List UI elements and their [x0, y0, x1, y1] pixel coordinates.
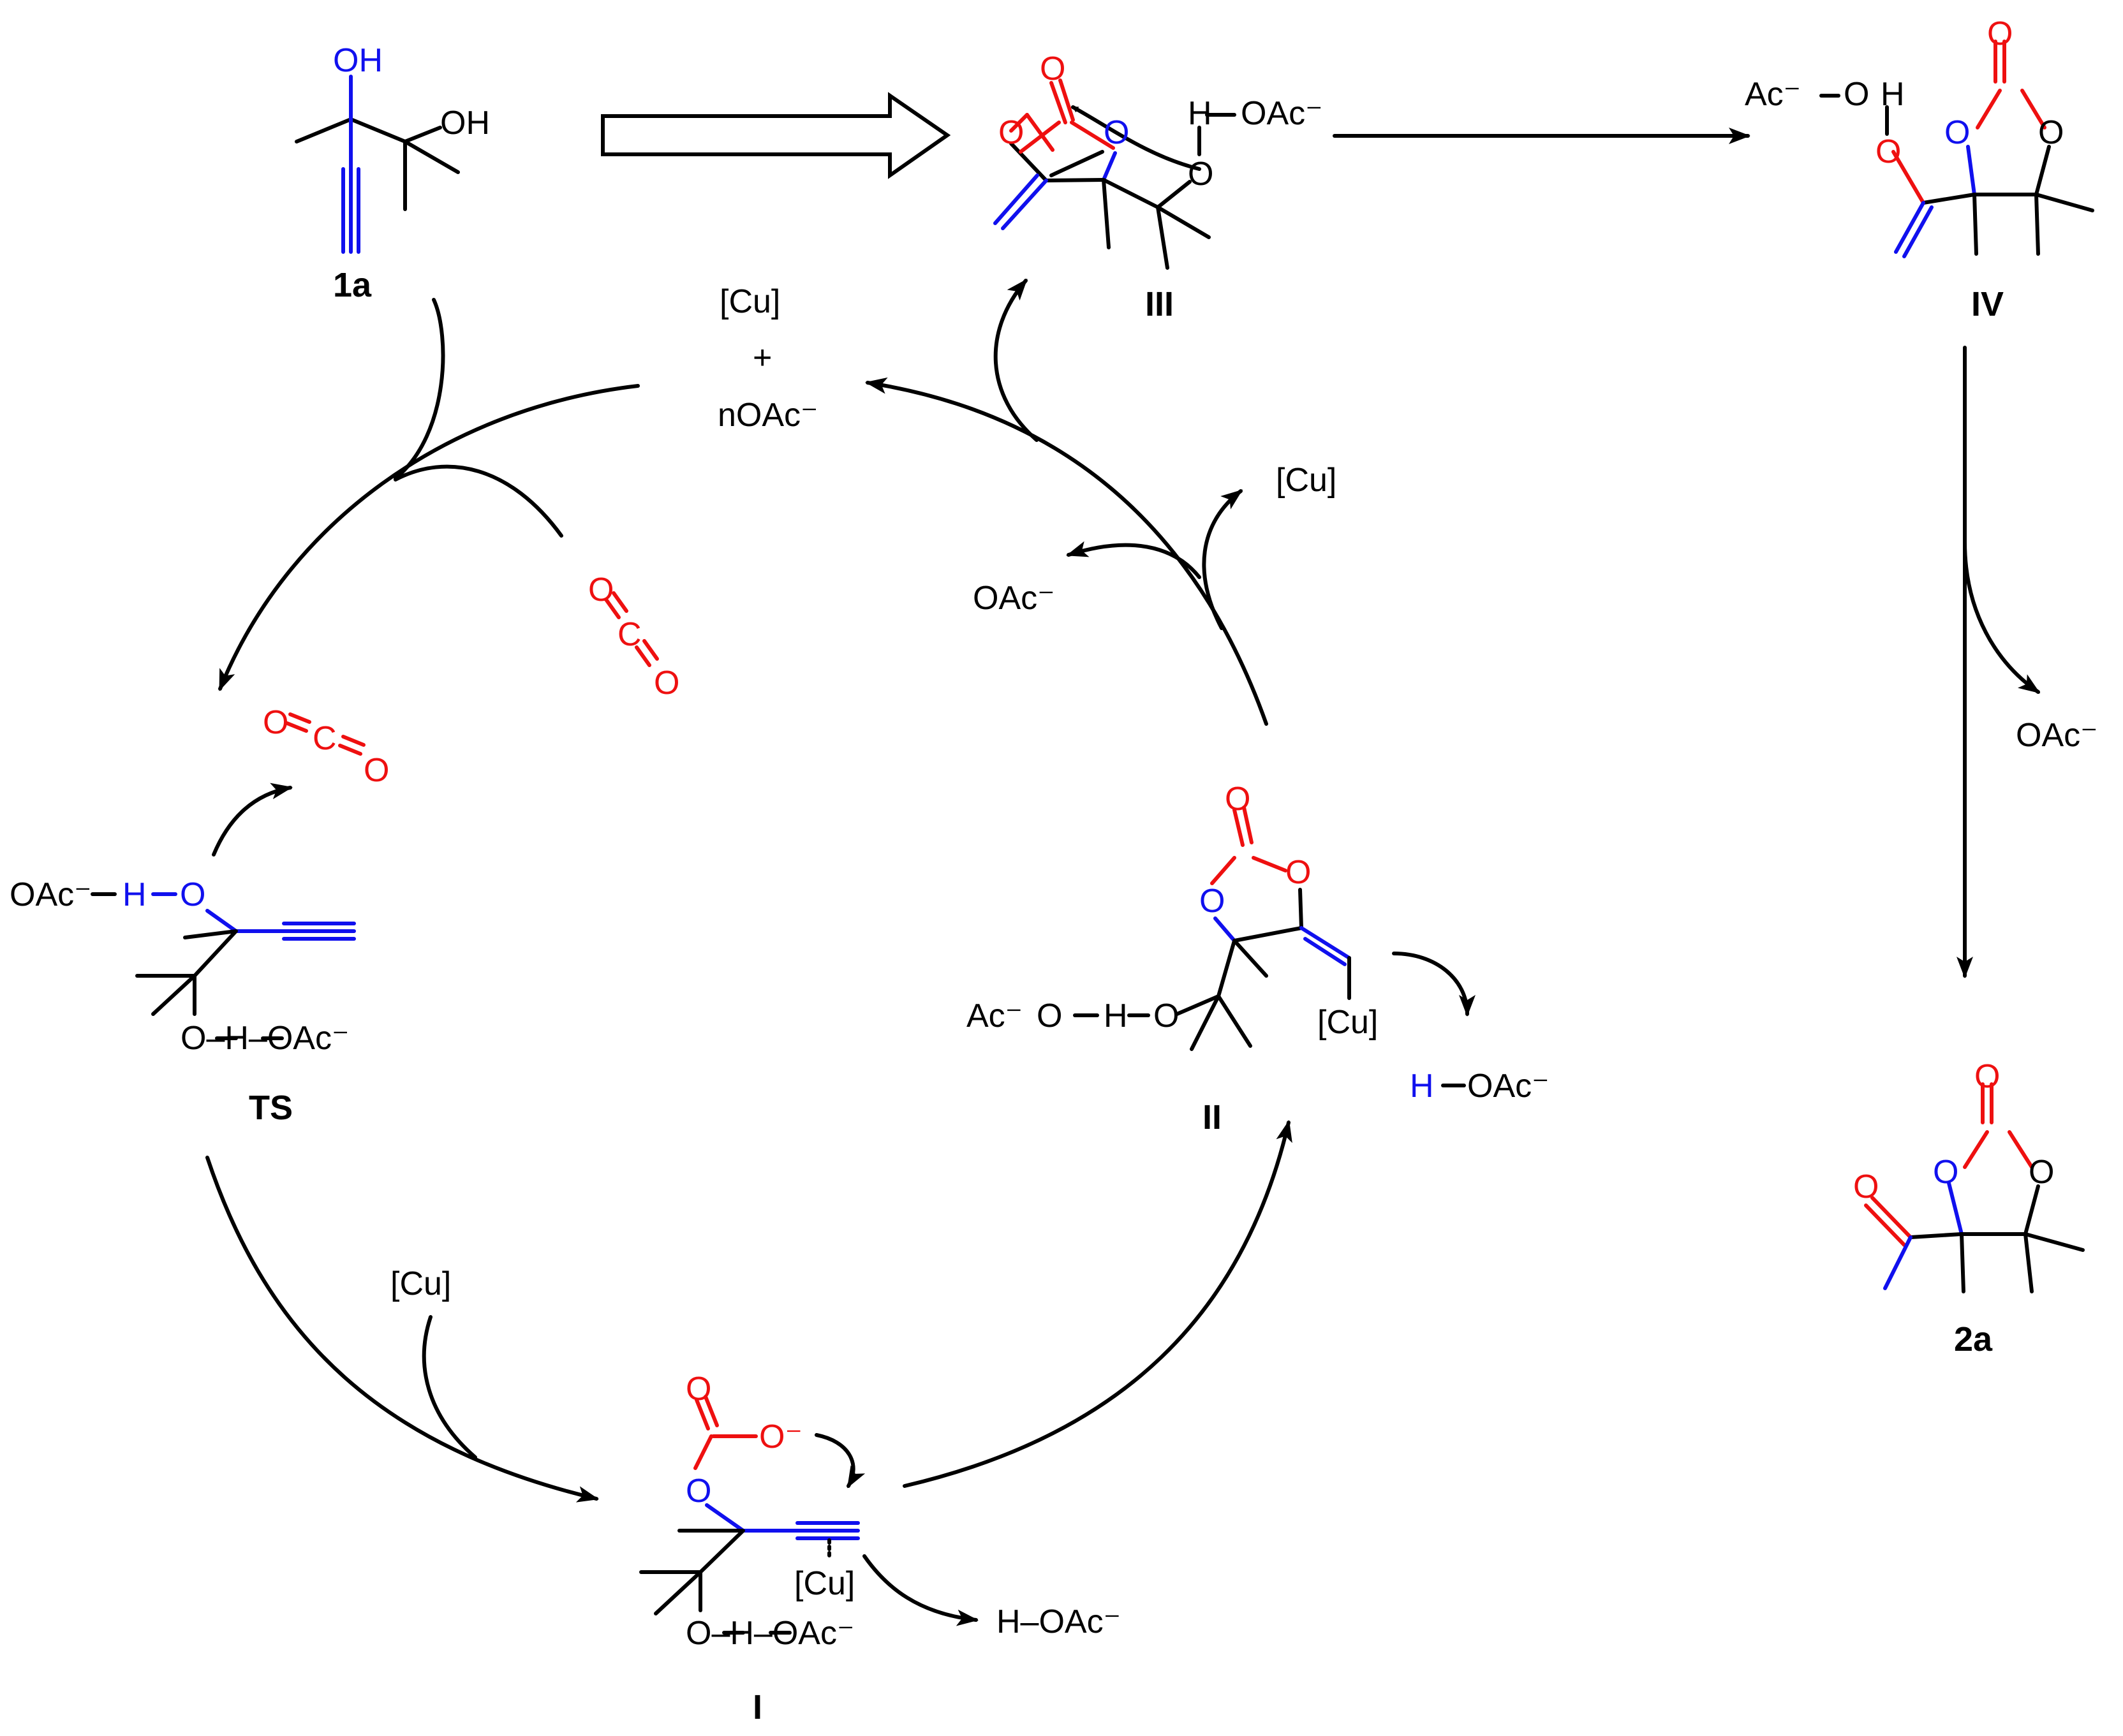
- o-label: O: [1875, 133, 1901, 170]
- compound-IV: O O O Ac⁻ O H O IV: [1745, 15, 2094, 323]
- compound-III: O O O H OAc⁻ O III: [993, 50, 1323, 323]
- o-label: O: [1225, 781, 1250, 818]
- cu-label: [Cu]: [720, 283, 780, 320]
- plus-label: +: [753, 339, 772, 376]
- oac-label: OAc⁻: [973, 580, 1055, 617]
- catalyst-regenerated: [Cu] + nOAc⁻: [718, 283, 818, 434]
- o-label: O: [263, 704, 288, 741]
- compound-label-2a: 2a: [1954, 1320, 1993, 1358]
- h-label: H: [1410, 1068, 1434, 1105]
- ac-label: Ac⁻: [1745, 76, 1801, 113]
- compound-2a: O O O O 2a: [1853, 1058, 2085, 1358]
- o-label: O: [1199, 883, 1225, 920]
- compound-I: O O⁻ O [Cu] O–H–OAc⁻ I: [639, 1371, 979, 1726]
- cu-label: [Cu]: [794, 1565, 855, 1602]
- compound-label-II: II: [1202, 1098, 1222, 1136]
- noac-label: nOAc⁻: [718, 397, 818, 434]
- o-label: O: [998, 114, 1024, 151]
- h-label: H: [1188, 95, 1212, 132]
- o-h-oac-label: O–H–OAc⁻: [686, 1615, 854, 1652]
- o-label: O: [1188, 156, 1213, 193]
- co2-released: O C O: [263, 704, 389, 789]
- o-label: O: [1285, 854, 1311, 891]
- o-label: O: [588, 571, 614, 608]
- o-label: O: [654, 665, 679, 702]
- compound-1a: OH OH 1a: [295, 42, 490, 304]
- oac-label: OAc⁻: [2016, 717, 2098, 754]
- oac-label: OAc⁻: [1241, 95, 1323, 132]
- o-label: O: [1944, 114, 1970, 151]
- o-label: O: [1104, 114, 1129, 151]
- o-label: O: [1040, 50, 1065, 87]
- o-label: O: [1974, 1058, 2000, 1095]
- o-label: O: [2038, 114, 2064, 151]
- o-label: O: [1987, 15, 2013, 52]
- h-label: H: [122, 876, 147, 913]
- c-label: C: [618, 616, 642, 653]
- o-label: O: [1933, 1154, 1958, 1191]
- c-label: C: [313, 720, 337, 757]
- compound-label-IV: IV: [1971, 285, 2004, 323]
- arrow-IV-to-2a: OAc⁻: [1957, 346, 2098, 978]
- compound-II: O O O Ac⁻ O H O [Cu] II: [966, 781, 1476, 1136]
- o-label: O: [686, 1473, 711, 1510]
- h-label: H: [1881, 76, 1905, 113]
- o-label: O: [1853, 1168, 1879, 1205]
- co2-incoming: O C O: [588, 571, 679, 702]
- o-label: O: [364, 752, 389, 789]
- h-label: H: [1104, 997, 1128, 1034]
- hoac-released-II: H OAc⁻: [1410, 1068, 1550, 1105]
- oh-label: OH: [333, 42, 383, 79]
- cu-label: [Cu]: [1317, 1004, 1378, 1041]
- compound-label-TS: TS: [249, 1089, 293, 1127]
- o-minus-label: O⁻: [759, 1418, 803, 1455]
- o-label: O: [686, 1371, 711, 1408]
- compound-label-III: III: [1145, 285, 1174, 323]
- cu-label: [Cu]: [1276, 462, 1336, 499]
- o-label: O: [2029, 1154, 2054, 1191]
- cycle-arrows: [205, 278, 1292, 1503]
- o-label: O: [1844, 76, 1869, 113]
- o-label: O: [1153, 997, 1179, 1034]
- oac-label: OAc⁻: [1467, 1068, 1550, 1105]
- o-label: O: [1037, 997, 1062, 1034]
- compound-label-I: I: [753, 1688, 762, 1726]
- compound-label-1a: 1a: [333, 266, 372, 304]
- oac-label: OAc⁻: [10, 876, 92, 913]
- o-h-oac-label: O–H–OAc⁻: [181, 1020, 349, 1057]
- hoac-label: H–OAc⁻: [996, 1603, 1121, 1640]
- ac-label: Ac⁻: [966, 997, 1023, 1034]
- hollow-arrow: [601, 92, 951, 179]
- o-label: O: [180, 876, 205, 913]
- oh-label: OH: [440, 105, 490, 142]
- compound-TS: OAc⁻ H O O–H–OAc⁻ TS: [10, 783, 356, 1127]
- cu-label: [Cu]: [390, 1265, 451, 1302]
